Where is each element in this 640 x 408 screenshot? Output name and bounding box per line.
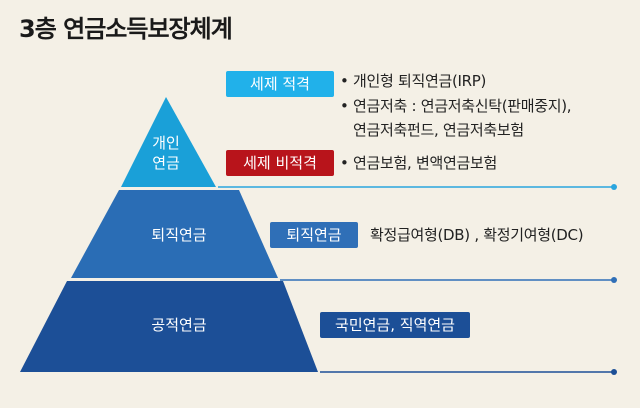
tier-top-label-line2: 연금 [152, 154, 180, 172]
tax-eligible-item-irp: • 개인형 퇴직연금(IRP) [340, 72, 487, 90]
public-badge: 국민연금, 직역연금 [320, 312, 470, 338]
tax-ineligible-item: • 연금보험, 변액연금보험 [340, 154, 497, 172]
page-title: 3층 연금소득보장체계 [19, 15, 233, 43]
tier-top-label-line1: 개인 [152, 134, 180, 152]
tax-eligible-item-savings-cont: 연금저축펀드, 연금저축보험 [353, 121, 524, 139]
tier-middle-label: 퇴직연금 [151, 226, 207, 244]
tier-bottom-label: 공적연금 [151, 316, 207, 334]
separator-dot-bottom [611, 369, 617, 375]
tax-ineligible-badge: 세제 비적격 [226, 150, 334, 176]
retirement-badge: 퇴직연금 [270, 222, 358, 248]
tier-bottom-shape [20, 281, 318, 372]
separator-dot-top [611, 184, 617, 190]
separator-dot-middle [611, 277, 617, 283]
tier-middle-shape [71, 190, 278, 278]
tier-top-shape [121, 97, 216, 187]
tier-top-label: 개인 연금 [136, 133, 196, 173]
tax-eligible-badge: 세제 적격 [226, 71, 334, 97]
tax-eligible-item-savings: • 연금저축 : 연금저축신탁(판매중지), [340, 97, 572, 115]
retirement-description: 확정급여형(DB) , 확정기여형(DC) [370, 226, 584, 244]
